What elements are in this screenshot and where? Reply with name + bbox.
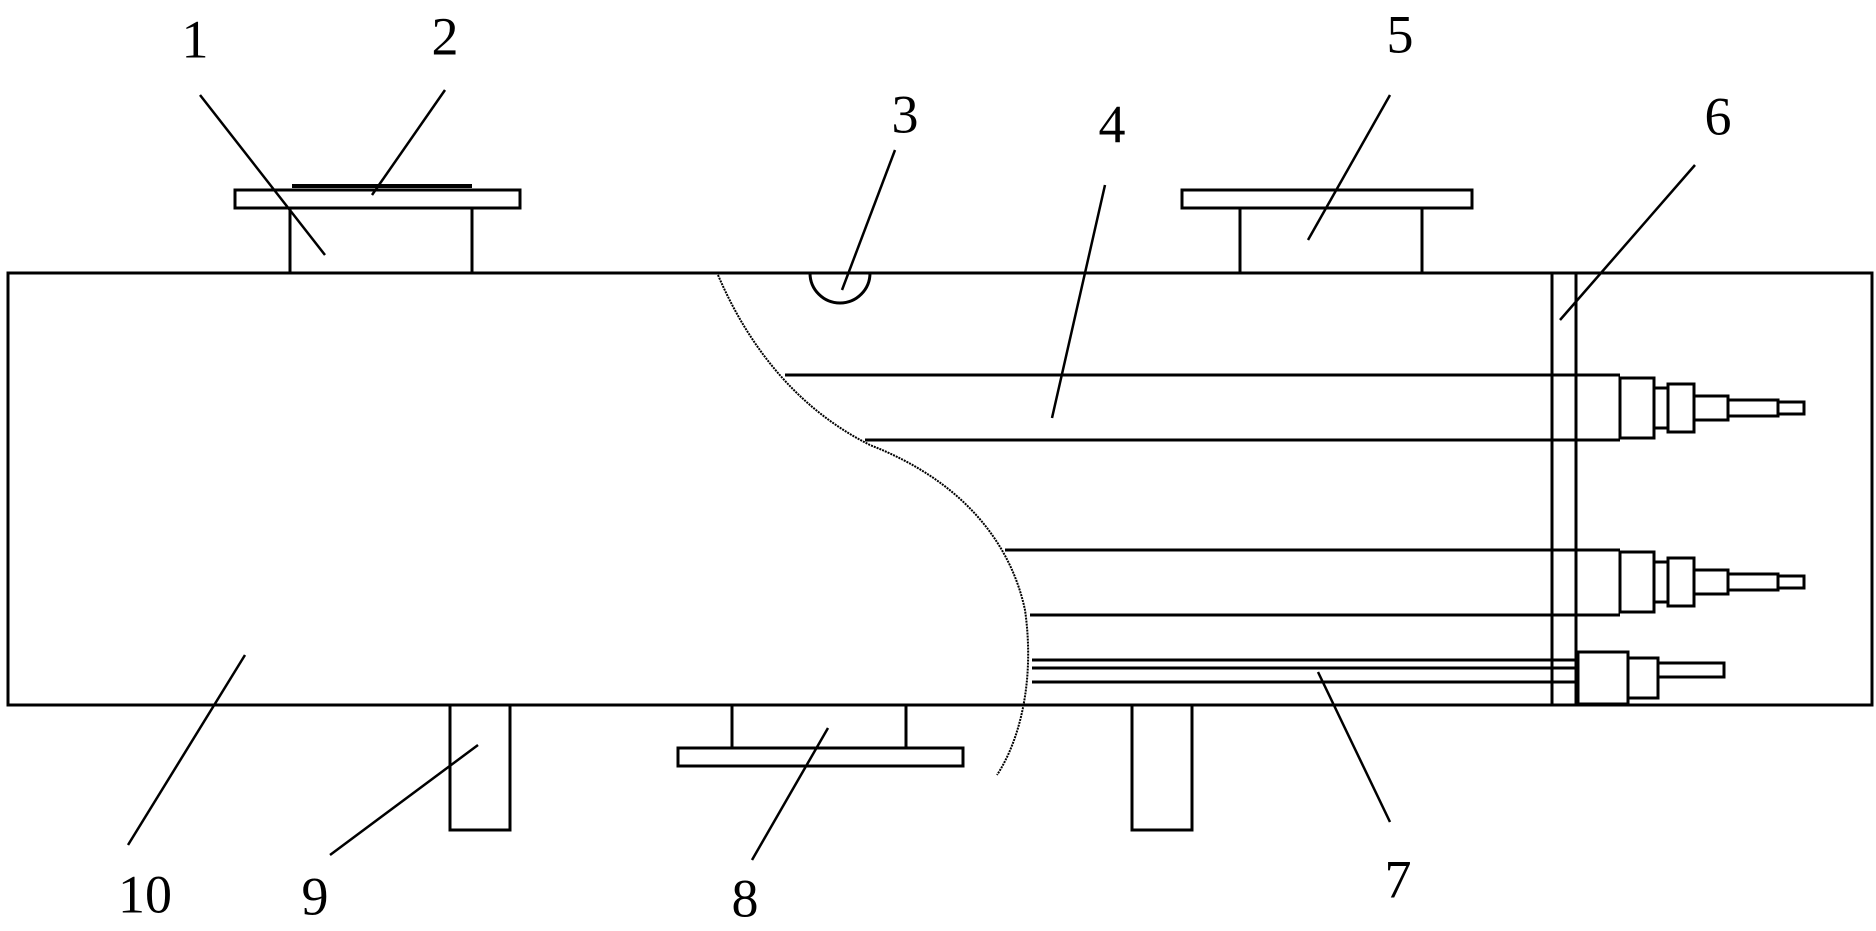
tube-connector-middle: [1692, 568, 1730, 596]
leader-10: [126, 654, 247, 846]
leader-1: [199, 94, 326, 256]
leader-3: [840, 149, 897, 291]
leader-5: [1306, 94, 1392, 241]
heating-tube-middle: [1005, 548, 1806, 617]
part-label-9: 9: [302, 866, 329, 926]
outlet-nozzle-top-right: [1180, 188, 1474, 275]
cutaway-break-line: [717, 274, 1030, 776]
leader-6: [1559, 164, 1696, 321]
part-label-3: 3: [892, 84, 919, 144]
part-label-5: 5: [1387, 4, 1414, 64]
inlet-flange-plate: [233, 188, 522, 210]
leader-lines: [126, 89, 1696, 861]
outlet-nozzle-neck: [1238, 203, 1424, 275]
part-label-2: 2: [432, 6, 459, 66]
bottom-nozzle: [676, 703, 965, 768]
leader-4: [1050, 184, 1107, 419]
heating-tube-upper: [785, 373, 1806, 442]
tube-nut-upper: [1666, 382, 1696, 434]
part-label-4: 4: [1099, 94, 1126, 154]
vent-hole: [808, 272, 872, 305]
probe-wire: [1656, 661, 1726, 679]
tube-wire-tip-middle: [1776, 574, 1806, 590]
part-label-8: 8: [732, 868, 759, 928]
inlet-nozzle-neck: [288, 203, 474, 275]
tube-fitting-middle-2: [1652, 560, 1670, 604]
tube-fitting-upper-2: [1652, 386, 1670, 430]
temperature-probe: [1032, 650, 1726, 706]
end-tube-plate: [1550, 273, 1578, 705]
part-label-6: 6: [1705, 86, 1732, 146]
part-label-10: 10: [118, 864, 172, 924]
part-label-1: 1: [182, 9, 209, 69]
leader-2: [370, 89, 447, 196]
tube-wire-upper: [1726, 398, 1780, 418]
tube-fitting-upper-1: [1618, 376, 1656, 440]
tube-connector-upper: [1692, 394, 1730, 422]
probe-head: [1576, 650, 1630, 706]
probe-nut: [1626, 656, 1660, 700]
bottom-flange-plate: [676, 746, 965, 768]
part-label-7: 7: [1385, 849, 1412, 909]
shell-body: [6, 271, 1874, 707]
leader-9: [329, 743, 479, 857]
inlet-nozzle-top-left: [233, 184, 522, 275]
support-leg-left: [448, 703, 512, 832]
tube-wire-tip-upper: [1776, 400, 1806, 416]
tube-fitting-middle-1: [1618, 550, 1656, 614]
tube-wire-middle: [1726, 572, 1780, 592]
leader-7: [1316, 671, 1392, 823]
support-leg-right: [1130, 703, 1194, 832]
leader-8: [750, 727, 830, 861]
tube-nut-middle: [1666, 556, 1696, 608]
